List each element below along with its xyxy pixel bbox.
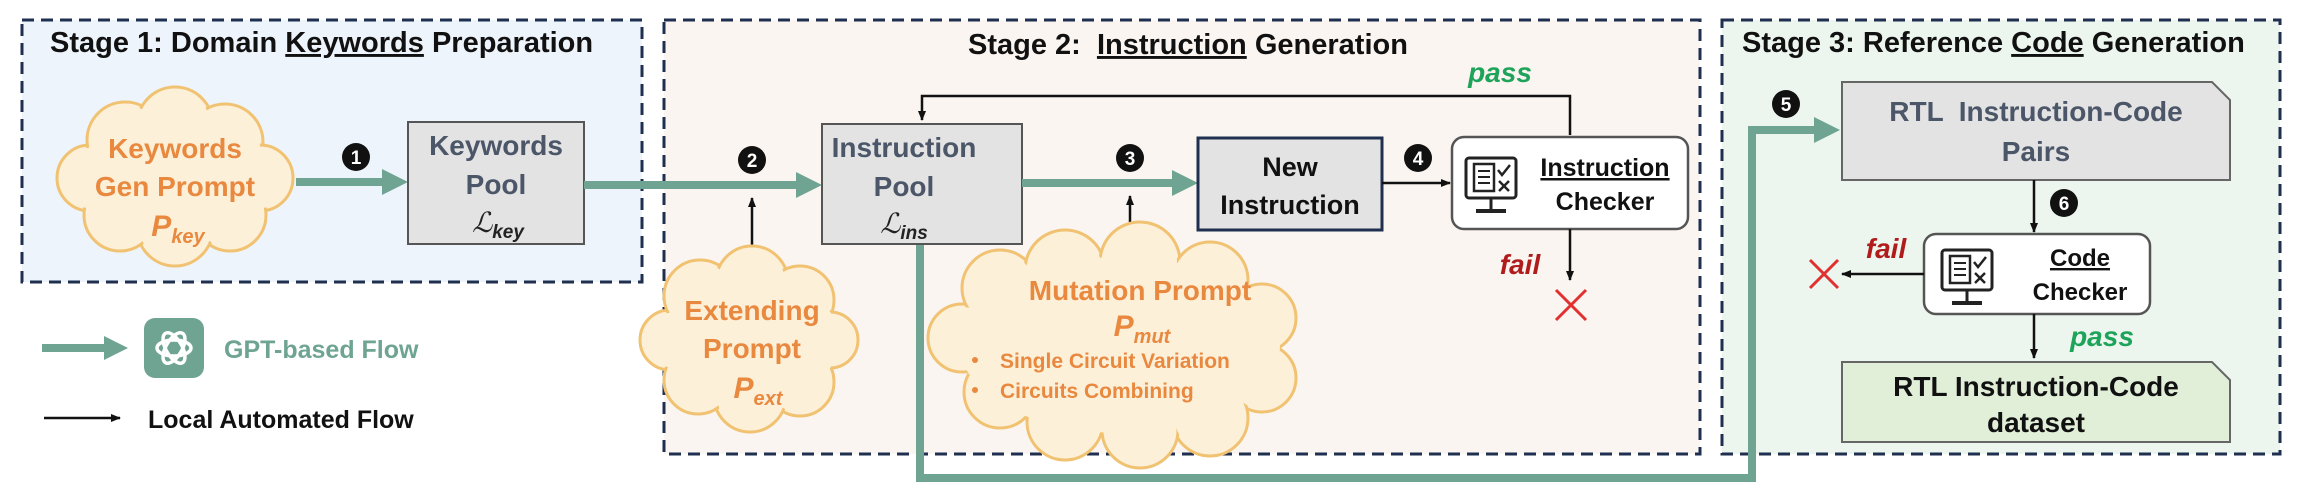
stage3-fail-label: fail — [1866, 233, 1908, 264]
rtl-pairs-line1: RTL Instruction-Code — [1889, 96, 2182, 127]
cross-icon — [1808, 258, 1840, 290]
local-arrow-pass-loop — [918, 94, 1572, 135]
stage2-title: Stage 2: Instruction Generation — [968, 29, 1408, 61]
instruction-pool-line1: Instruction — [832, 132, 977, 163]
extending-line2: Prompt — [703, 333, 801, 364]
extending-line1: Extending — [684, 295, 819, 326]
gpt-arrowhead-1 — [382, 169, 408, 195]
stage1-title: Stage 1: Domain Keywords Preparation — [50, 27, 593, 59]
keywords-pool-line2: Pool — [466, 169, 527, 200]
computer-check-icon — [1940, 248, 1994, 305]
gpt-arrowhead-3 — [1172, 170, 1198, 196]
step-3-number: 3 — [1125, 149, 1136, 170]
step-6-badge — [2050, 189, 2078, 217]
legend-local-label: Local Automated Flow — [148, 406, 414, 434]
mutation-bullet-1: Single Circuit Variation — [1000, 350, 1230, 373]
step-6-number: 6 — [2059, 194, 2070, 215]
stage2-fail-label: fail — [1500, 249, 1542, 280]
chatgpt-logo-icon — [144, 318, 204, 378]
gpt-arrowhead-to-rtl-pairs — [1814, 117, 1840, 143]
new-instruction-box: New Instruction — [1196, 136, 1384, 232]
step-3-badge — [1116, 144, 1144, 172]
rtl-pairs-line2: Pairs — [2002, 136, 2071, 167]
cross-icon — [1554, 288, 1588, 322]
dataset-line2: dataset — [1987, 407, 2085, 438]
code-checker-box: Code Checker — [1922, 232, 2152, 316]
dataset-line1: RTL Instruction-Code — [1893, 371, 2179, 402]
mutation-title: Mutation Prompt — [1029, 275, 1251, 306]
keywords-pool-line1: Keywords — [429, 130, 563, 161]
instruction-checker-line2: Checker — [1556, 188, 1655, 216]
extending-formula: Pext — [734, 372, 784, 410]
gpt-arrowhead-2 — [796, 172, 822, 198]
mutation-bullet-dot-1 — [972, 357, 978, 363]
instruction-checker-box: Instruction Checker — [1450, 135, 1690, 231]
keywords-gen-line2: Gen Prompt — [95, 171, 255, 202]
step-5-number: 5 — [1781, 95, 1792, 116]
instruction-pool-box: Instruction Pool ℒins — [821, 123, 1023, 245]
rtl-pairs-box: RTL Instruction-Code Pairs — [1841, 81, 2231, 181]
stage2-pass-label: pass — [1467, 57, 1532, 88]
gpt-flow-long-path — [916, 126, 1822, 482]
keywords-pool-formula: ℒkey — [472, 207, 525, 243]
step-1-number: 1 — [351, 148, 362, 169]
new-instruction-line2: Instruction — [1220, 190, 1360, 220]
keywords-gen-formula: Pkey — [151, 210, 205, 248]
mutation-formula: Pmut — [1114, 310, 1172, 348]
instruction-pool-line2: Pool — [874, 171, 935, 202]
mutation-bullet-2: Circuits Combining — [1000, 380, 1194, 403]
legend: GPT-based Flow Local Automated Flow — [42, 318, 419, 434]
new-instruction-line1: New — [1262, 152, 1319, 182]
legend-gpt-label: GPT-based Flow — [224, 336, 419, 364]
stage3-pass-label: pass — [2069, 321, 2134, 352]
dataset-box: RTL Instruction-Code dataset — [1841, 361, 2231, 443]
code-checker-line1: Code — [2050, 245, 2110, 272]
keywords-gen-line1: Keywords — [108, 133, 242, 164]
keywords-gen-prompt-cloud: Keywords Gen Prompt Pkey — [55, 85, 295, 268]
step-1-badge — [342, 143, 370, 171]
stage3-title: Stage 3: Reference Code Generation — [1742, 27, 2245, 59]
mutation-prompt-cloud: Mutation Prompt Pmut Single Circuit Vari… — [926, 220, 1298, 470]
legend-gpt-arrowhead — [104, 336, 128, 360]
extending-prompt-cloud: Extending Prompt Pext — [638, 244, 860, 434]
step-2-badge — [738, 146, 766, 174]
step-4-badge — [1404, 144, 1432, 172]
mutation-bullet-dot-2 — [972, 387, 978, 393]
computer-check-icon — [1464, 156, 1518, 213]
instruction-pool-formula: ℒins — [880, 208, 928, 244]
step-5-badge — [1772, 90, 1800, 118]
instruction-checker-line1: Instruction — [1540, 154, 1669, 182]
keywords-pool-box: Keywords Pool ℒkey — [407, 121, 585, 245]
step-2-number: 2 — [747, 151, 758, 172]
step-4-number: 4 — [1413, 149, 1424, 170]
code-checker-line2: Checker — [2033, 279, 2128, 306]
